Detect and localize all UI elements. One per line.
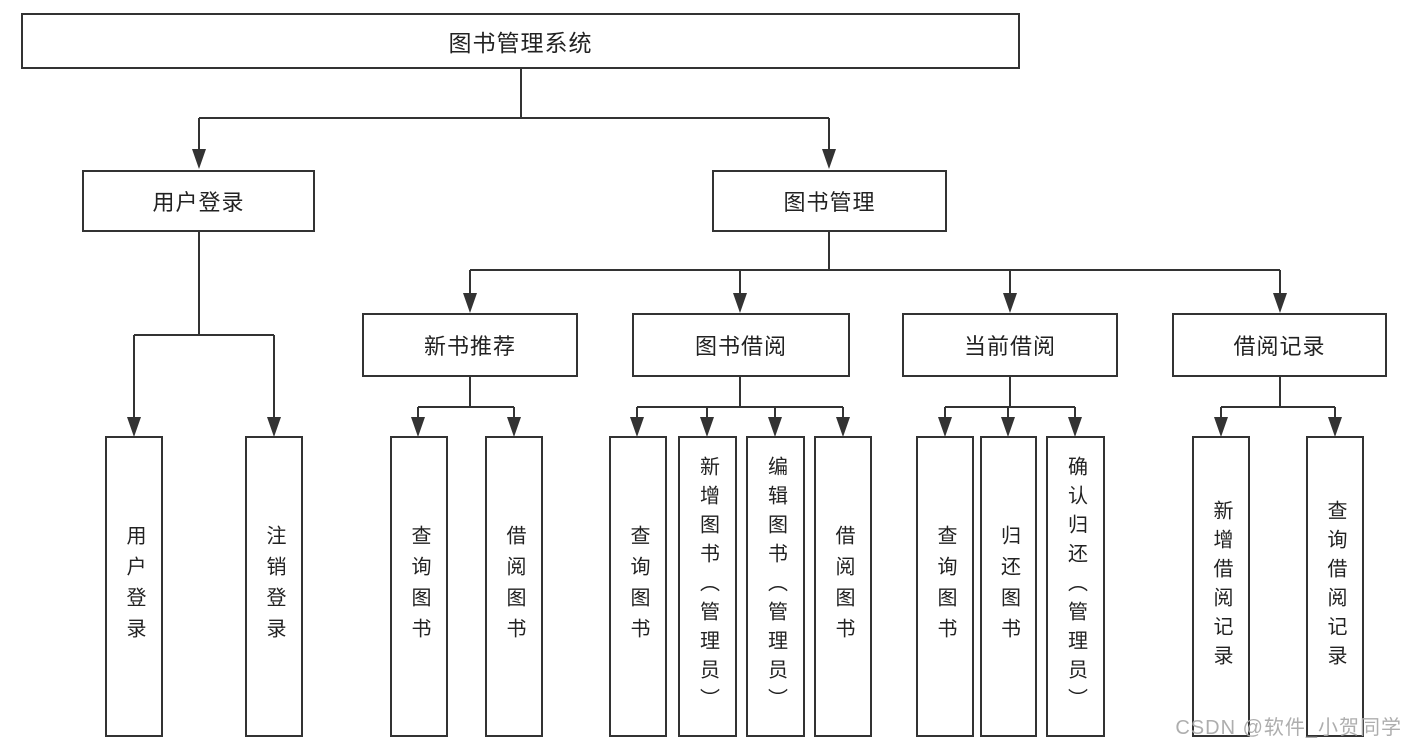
node-label: 用户登录 <box>123 524 145 649</box>
leaf-bb-query-books: 查询图书 <box>609 436 667 737</box>
leaf-br-query-record: 查询借阅记录 <box>1306 436 1364 737</box>
node-label: 图书管理系统 <box>448 30 593 56</box>
node-label: 查询图书 <box>408 524 430 649</box>
node-book-borrowing: 图书借阅 <box>632 313 850 377</box>
leaf-cb-confirm-return-admin: 确认归还（管理员） <box>1046 436 1105 737</box>
node-borrowing-records: 借阅记录 <box>1172 313 1387 377</box>
node-label: 当前借阅 <box>963 334 1056 359</box>
leaf-logout: 注销登录 <box>245 436 303 737</box>
leaf-bb-add-books-admin: 新增图书（管理员） <box>678 436 737 737</box>
leaf-nbr-query-books: 查询图书 <box>390 436 448 737</box>
node-label: 查询图书 <box>934 524 956 649</box>
leaf-bb-edit-books-admin: 编辑图书（管理员） <box>746 436 805 737</box>
node-label: 新增图书（管理员） <box>696 456 719 717</box>
node-book-management: 图书管理 <box>712 170 947 232</box>
node-label: 借阅图书 <box>832 524 854 649</box>
node-label: 新书推荐 <box>423 334 516 359</box>
node-label: 确认归还（管理员） <box>1064 456 1087 717</box>
node-label: 查询借阅记录 <box>1324 499 1346 674</box>
node-label: 图书管理 <box>783 190 876 215</box>
leaf-br-add-record: 新增借阅记录 <box>1192 436 1250 737</box>
leaf-cb-query-books: 查询图书 <box>916 436 974 737</box>
node-user-login: 用户登录 <box>82 170 315 232</box>
leaf-nbr-borrow-books: 借阅图书 <box>485 436 543 737</box>
node-label: 编辑图书（管理员） <box>764 456 787 717</box>
node-label: 借阅图书 <box>503 524 525 649</box>
node-label: 用户登录 <box>152 190 245 215</box>
leaf-user-login: 用户登录 <box>105 436 163 737</box>
leaf-cb-return-books: 归还图书 <box>980 436 1037 737</box>
csdn-watermark: CSDN @软件_小贺同学 <box>1175 717 1402 739</box>
node-label: 归还图书 <box>997 524 1020 649</box>
node-label: 图书借阅 <box>694 334 787 359</box>
leaf-bb-borrow-books: 借阅图书 <box>814 436 872 737</box>
node-label: 查询图书 <box>627 524 649 649</box>
node-label: 注销登录 <box>263 524 285 649</box>
node-current-borrowing: 当前借阅 <box>902 313 1118 377</box>
node-label: 新增借阅记录 <box>1210 499 1232 674</box>
node-new-book-recommendation: 新书推荐 <box>362 313 578 377</box>
node-label: 借阅记录 <box>1233 334 1326 359</box>
node-library-system: 图书管理系统 <box>21 13 1020 69</box>
